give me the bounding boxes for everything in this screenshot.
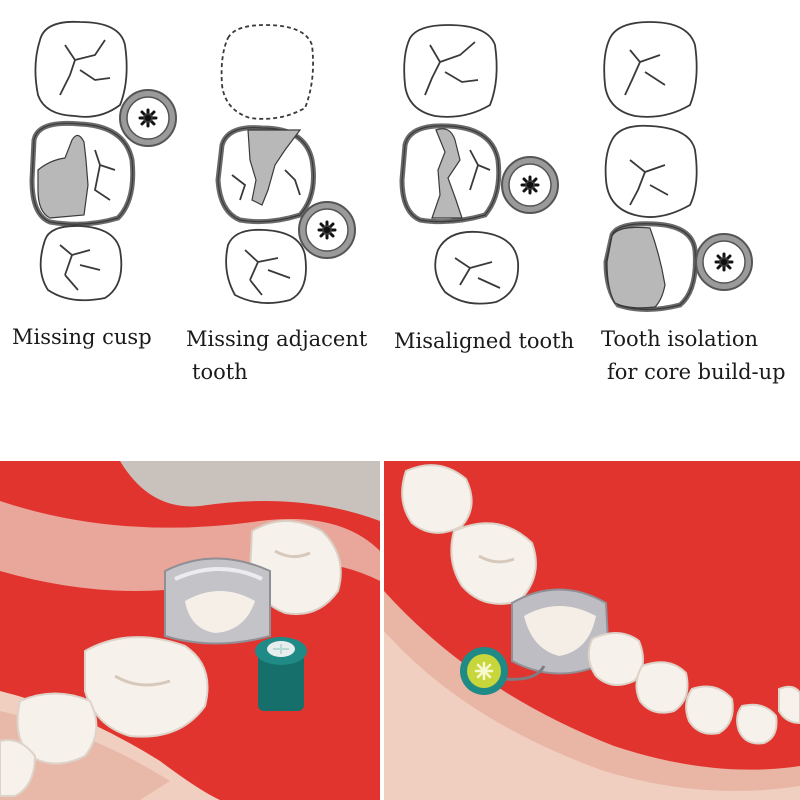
diagram-missing-cusp: [29, 20, 178, 302]
diagram-tooth-isolation: [603, 21, 754, 312]
caption-missing-cusp: Missing cusp: [12, 325, 152, 349]
caption-tooth-isolation-line2: for core build-up: [607, 360, 786, 384]
yellow-wedge-ring: [460, 647, 508, 695]
caption-missing-adjacent-line1: Missing adjacent: [186, 327, 368, 351]
tooth-row-lower: [587, 632, 800, 745]
diagram-misaligned: [399, 24, 560, 305]
diagram-missing-adjacent: [215, 24, 357, 304]
tooth-molar-front: [0, 636, 209, 797]
matrix-band: [164, 557, 271, 645]
caption-misaligned-tooth: Misaligned tooth: [394, 329, 575, 353]
diagram-panel: Missing cusp Missing adjacent tooth Misa…: [12, 20, 786, 384]
photo-sectional-matrix-yellow: [384, 461, 800, 800]
caption-missing-adjacent-line2: tooth: [192, 360, 248, 384]
caption-tooth-isolation-line1: Tooth isolation: [601, 327, 758, 351]
teal-wedge-ring: [255, 637, 307, 711]
matrix-band-right: [483, 588, 611, 681]
matrix-diagrams: [29, 20, 754, 312]
photo-sectional-matrix-teal: [0, 461, 380, 800]
